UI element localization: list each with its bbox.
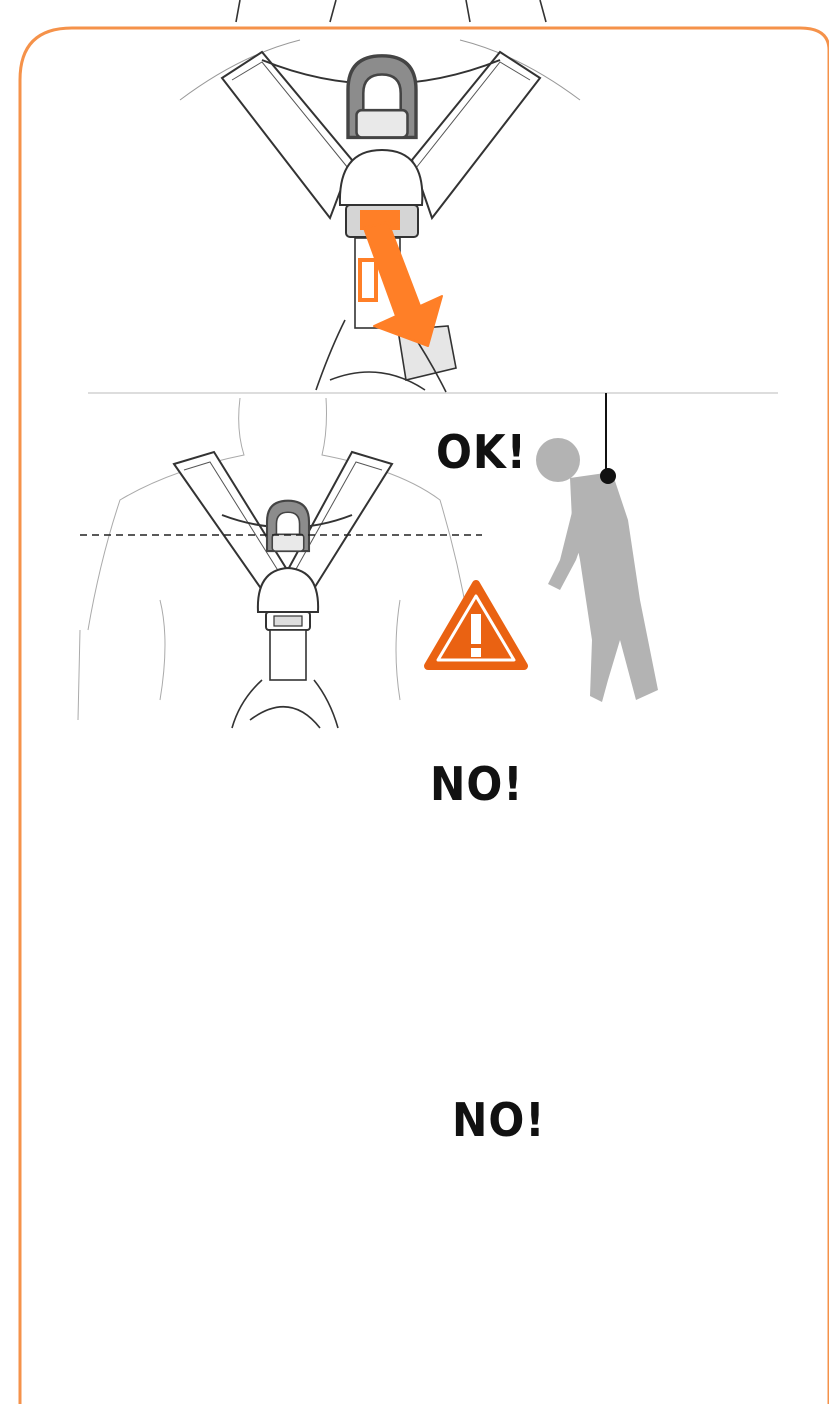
- panel-correct: [78, 393, 658, 728]
- verdict-label-too-high: NO!: [430, 757, 523, 811]
- verdict-label-ok: OK!: [436, 425, 527, 479]
- warning-icon: [428, 584, 524, 666]
- panel-frame: [20, 28, 829, 1404]
- figure-hanging-ok: [536, 393, 658, 702]
- attachment-ring-icon: [348, 56, 416, 138]
- verdict-label-too-low: NO!: [452, 1093, 545, 1147]
- panel-adjust-strap: [180, 0, 580, 392]
